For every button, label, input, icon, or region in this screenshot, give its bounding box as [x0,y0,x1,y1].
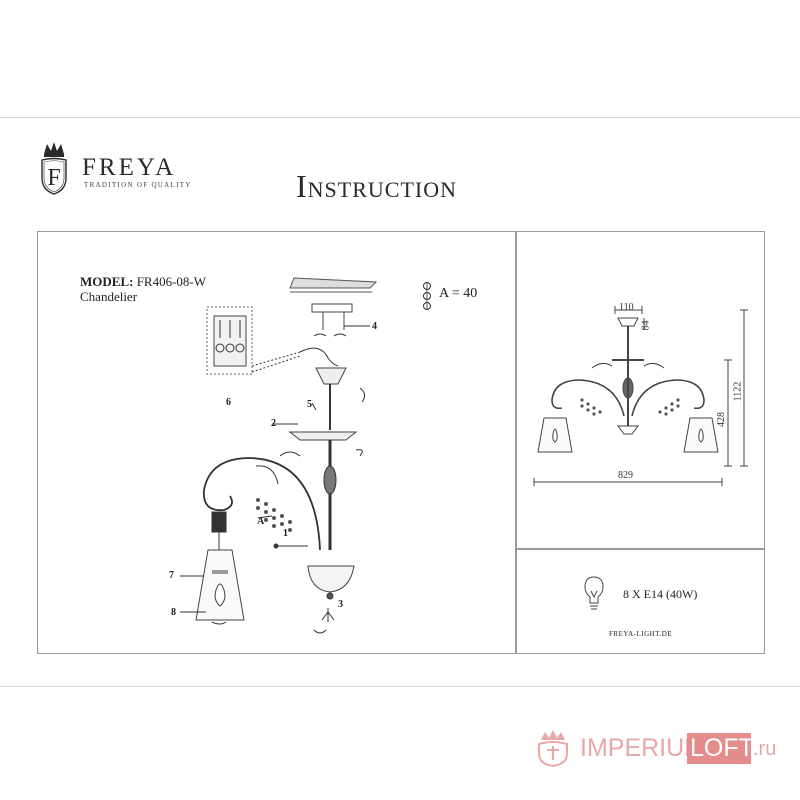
specs-panel [515,548,765,654]
freya-crest-logo: F [41,142,67,195]
step-8-label: 8 [171,607,176,618]
step-7-label: 7 [169,570,174,581]
brand-name: FREYA [82,154,177,181]
step-5-label: 5 [307,399,312,410]
step-3-label: 3 [338,599,343,610]
height-body-value: 428 [716,412,727,427]
step-4-label: 4 [372,321,377,332]
width-value: 829 [618,470,633,481]
watermark-imperium: IMPERIUM [580,734,705,762]
instruction-sheet [0,117,800,687]
screw-icon [423,282,431,310]
model-label: MODEL: [80,274,134,289]
step-1-label: 1 [283,528,288,539]
step-6-label: 6 [226,397,231,408]
dimensions-panel [515,231,765,550]
website: FREYA-LIGHT.DE [609,630,673,638]
step-2-label: 2 [271,418,276,429]
bulb-spec: 8 X E14 (40W) [623,587,698,601]
document-title: Instruction [296,168,457,204]
brand-tagline: TRADITION OF QUALITY [84,181,192,189]
model-code: FR406-08-W [136,274,207,289]
model-line: MODEL: FR406-08-W [80,274,206,290]
screw-label: A = 40 [439,286,478,301]
watermark-tld: .ru [753,738,777,760]
height-max-value: 1122 [732,381,744,402]
watermark-loft: LOFT [690,734,754,762]
watermark-loft-box [687,733,751,764]
bulb-icon [584,576,604,610]
assembly-diagram [180,277,378,634]
imperiumloft-crest-icon [538,730,568,768]
step-a-label: A [257,516,265,527]
product-type: Chandelier [80,289,138,304]
dimension-diagram [533,306,748,486]
stem-value: 84 [640,320,652,331]
assembly-panel [37,231,517,654]
canopy-width-value: 110 [619,302,634,313]
logo-letter: F [47,165,60,191]
